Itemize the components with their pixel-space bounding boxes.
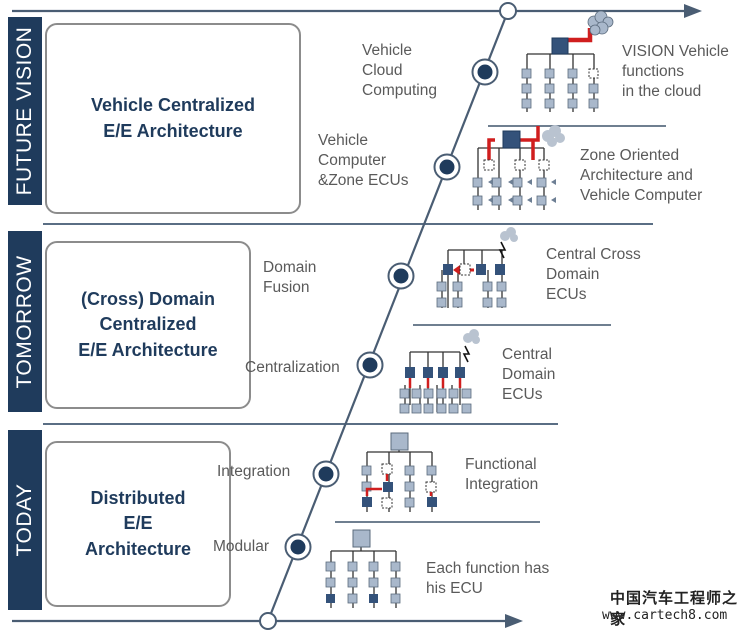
era-title-tomorrow: (Cross) Domain Centralized E/E Architect… (78, 289, 218, 360)
timeline-start-node (259, 612, 277, 630)
arch-icon-zone (472, 125, 565, 210)
stage-label-vehicle-computer: Vehicle Computer &Zone ECUs (318, 132, 409, 190)
stage-label-cloud-computing: Vehicle Cloud Computing (362, 42, 437, 100)
era-box-tomorrow: (Cross) Domain Centralized E/E Architect… (45, 241, 251, 409)
watermark-url: www.cartech8.com (602, 608, 728, 623)
desc-label-modular: Each function has his ECU (426, 560, 550, 598)
band-today: TODAY (8, 430, 42, 610)
era-box-today: Distributed E/E Architecture (45, 441, 231, 607)
era-title-today: Distributed E/E Architecture (84, 488, 192, 559)
desc-label-cloud-computing: VISION Vehicle functions in the cloud (622, 43, 729, 101)
milestone-node-vehicle-computer (433, 153, 461, 181)
era-title-future: Vehicle Centralized E/E Architecture (90, 95, 256, 141)
desc-label-domain-fusion: Central Cross Domain ECUs (546, 246, 641, 304)
arch-icon-modular (325, 529, 401, 608)
arch-icon-functional-integration (361, 432, 437, 512)
stage-label-modular: Modular (213, 538, 269, 555)
watermark-chinese: 中国汽车工程师之家 (610, 590, 739, 628)
divider-future (488, 125, 666, 127)
arch-icon-central-domain (399, 329, 480, 414)
milestone-node-centralization (356, 351, 384, 379)
era-separator-1 (43, 223, 653, 225)
bottom-arrowhead (505, 614, 523, 628)
desc-label-centralization: Central Domain ECUs (502, 346, 556, 404)
stage-label-domain-fusion: Domain Fusion (263, 259, 317, 297)
era-separator-2 (43, 423, 558, 425)
stage-label-centralization: Centralization (245, 359, 340, 376)
top-arrowhead (684, 4, 702, 18)
milestone-node-domain-fusion (387, 262, 415, 290)
divider-today (335, 521, 540, 523)
desc-label-vehicle-computer: Zone Oriented Architecture and Vehicle C… (580, 147, 703, 205)
timeline-diagonal (266, 10, 510, 622)
era-box-future: Vehicle Centralized E/E Architecture (45, 23, 301, 214)
arch-icon-cloud-computing (521, 10, 614, 112)
stage-label-integration: Integration (217, 463, 291, 480)
divider-tomorrow (413, 324, 611, 326)
milestone-node-integration (312, 460, 340, 488)
milestone-node-cloud-computing (471, 58, 499, 86)
timeline-end-node (499, 2, 517, 20)
arch-icon-cross-domain (436, 227, 518, 308)
band-tomorrow: TOMORROW (8, 231, 42, 412)
desc-label-integration: Functional Integration (465, 456, 539, 494)
milestone-node-modular (284, 533, 312, 561)
band-future-vision: FUTURE VISION (8, 17, 42, 205)
